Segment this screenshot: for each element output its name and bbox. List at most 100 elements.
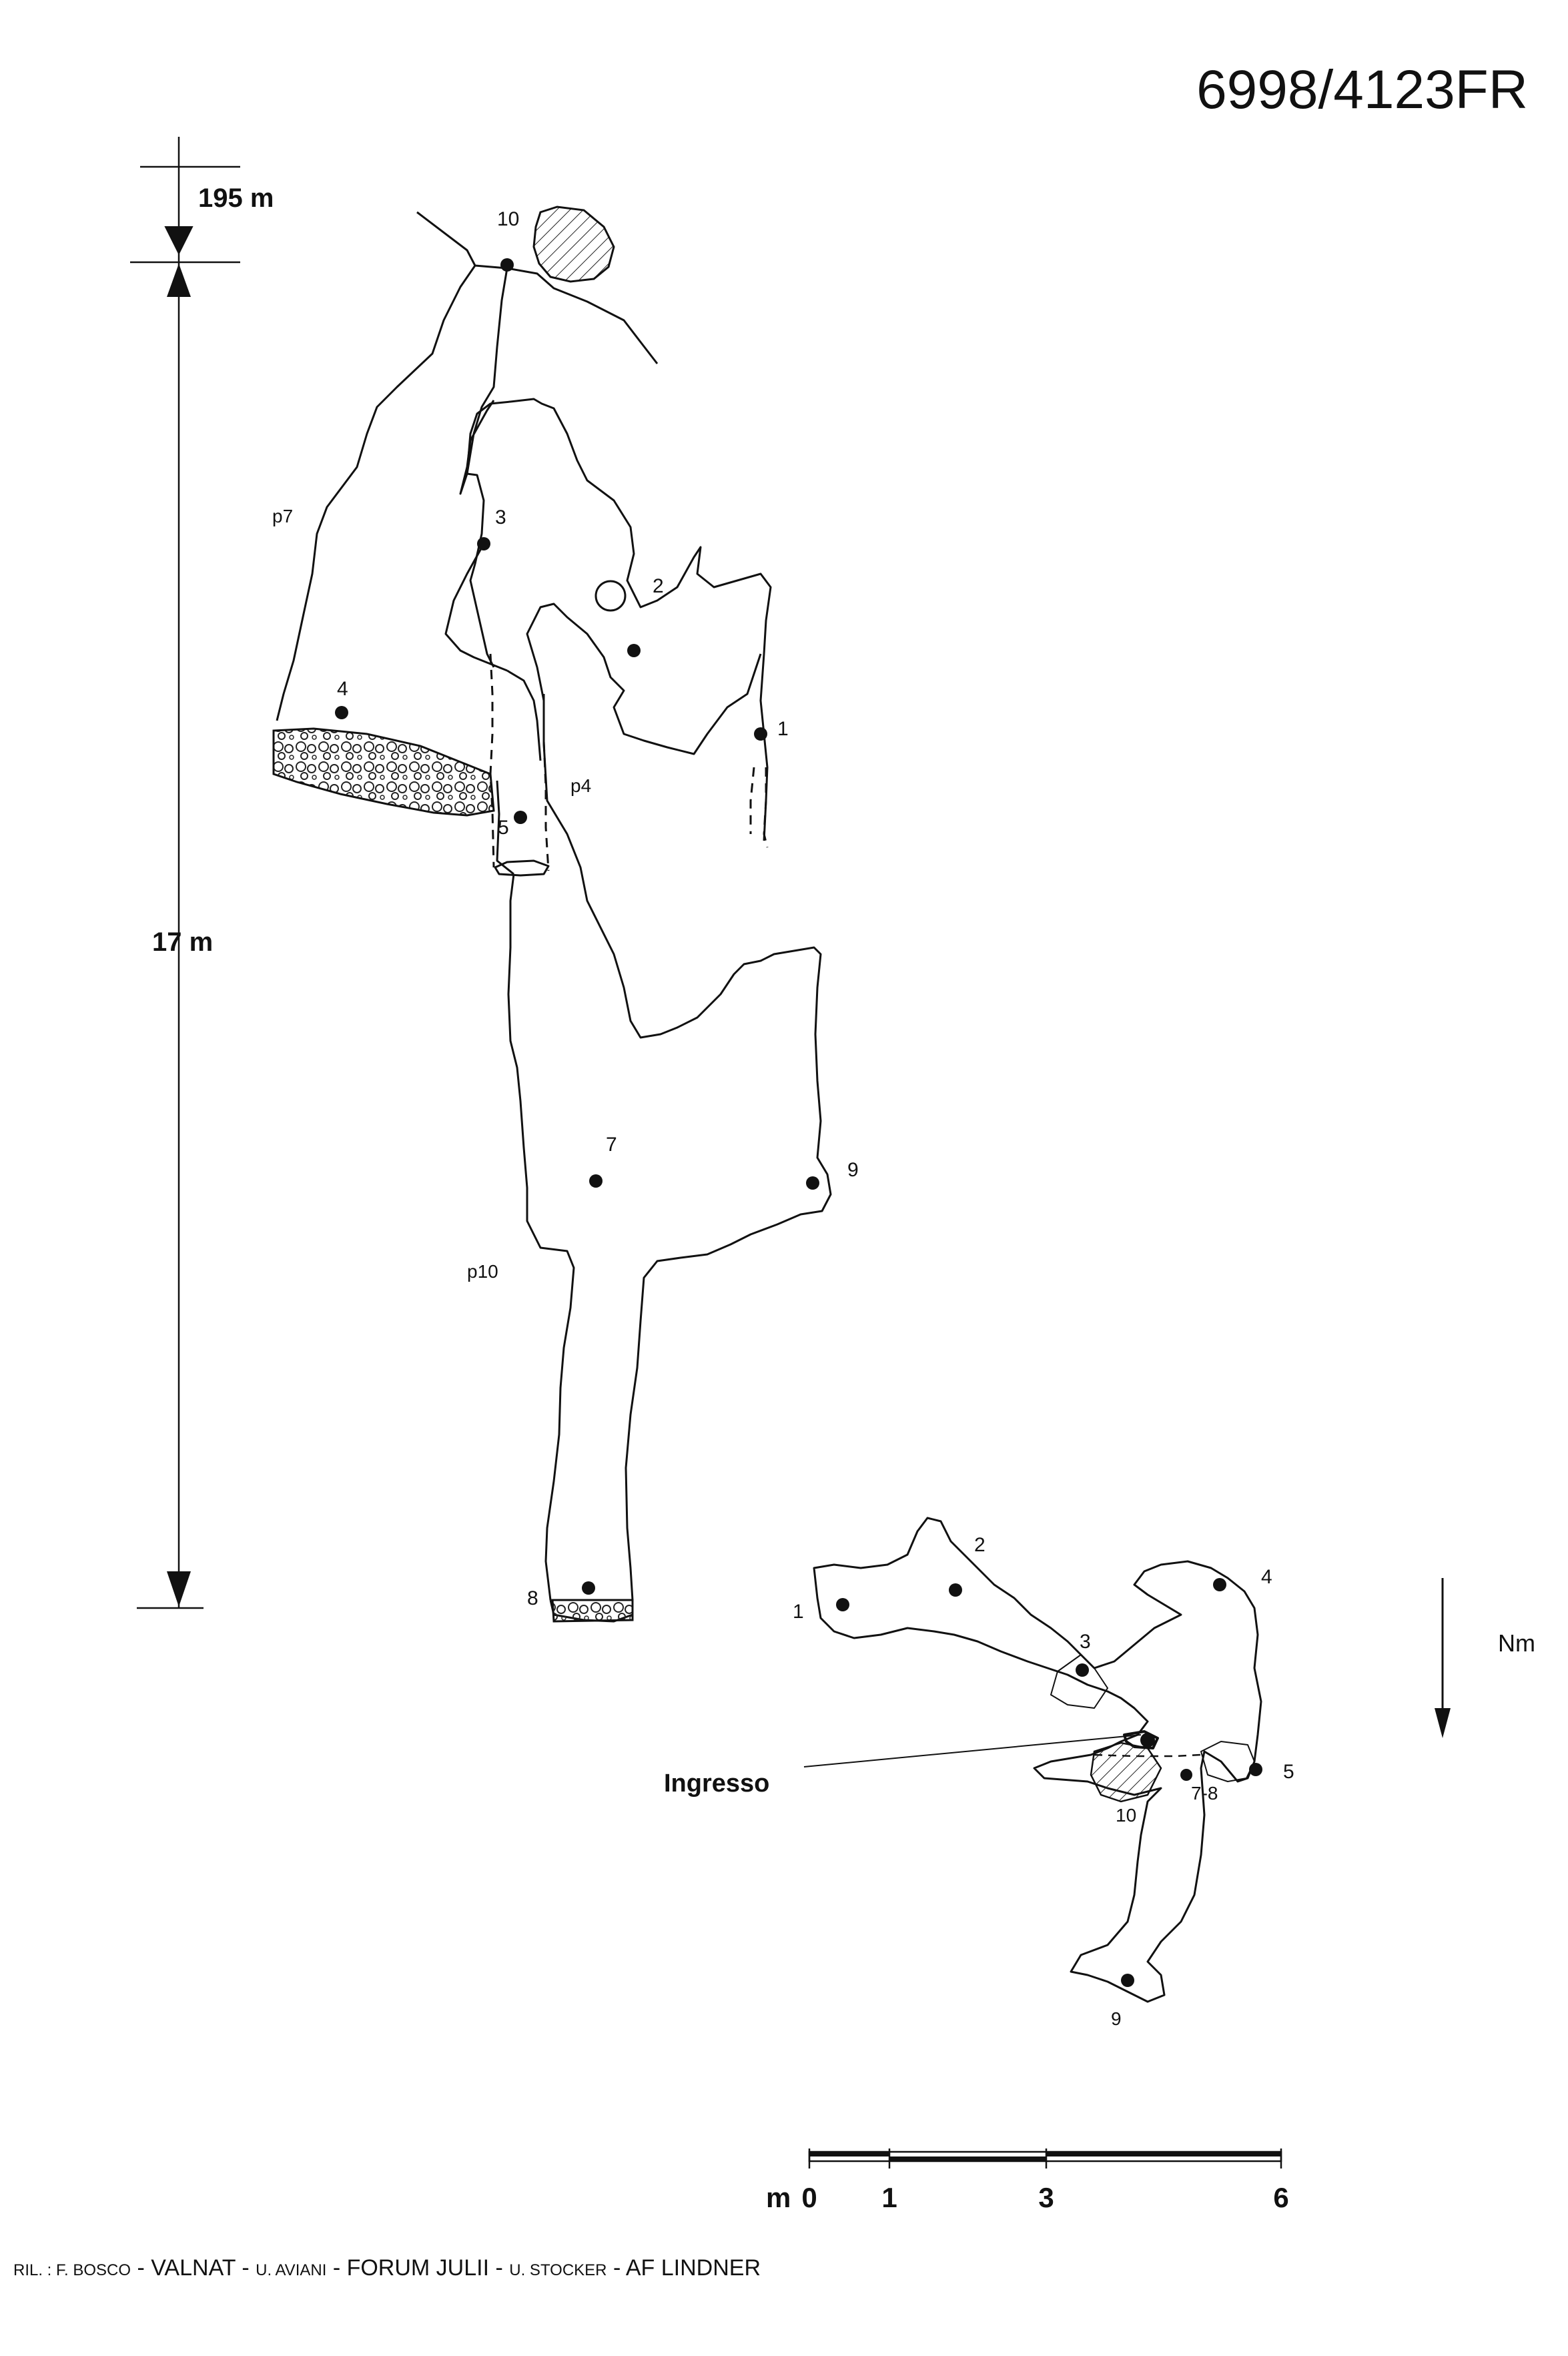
section-station-dot bbox=[500, 258, 514, 272]
section-station-dot bbox=[754, 727, 767, 741]
depth-scale bbox=[130, 137, 240, 1609]
section-central-right bbox=[526, 603, 762, 755]
plan-outline-main bbox=[813, 1517, 1262, 2003]
section-surface bbox=[416, 211, 659, 364]
section-left-lobe bbox=[466, 472, 495, 668]
section-chamber-right bbox=[542, 701, 832, 1601]
section-station-label: 4 bbox=[337, 678, 348, 700]
section-station-dot bbox=[514, 811, 527, 824]
section-station-dot bbox=[627, 644, 641, 657]
plan-station-dot bbox=[836, 1598, 849, 1611]
section-lower-neck bbox=[496, 780, 514, 875]
plan-station-label: 7-8 bbox=[1191, 1783, 1218, 1804]
plan-station-label: 3 bbox=[1080, 1631, 1091, 1653]
section-gravel-floor bbox=[551, 1599, 634, 1623]
credits-group: AF LINDNER bbox=[625, 2255, 761, 2281]
section-dashed-right bbox=[542, 694, 550, 871]
section-station-dot bbox=[589, 1174, 603, 1188]
section-left-wall bbox=[276, 265, 476, 721]
credits-sep: - bbox=[489, 2255, 510, 2281]
plan-station-label: 9 bbox=[1111, 2008, 1122, 2029]
scale-tick-label: 0 bbox=[801, 2182, 817, 2213]
cave-section bbox=[276, 211, 832, 1623]
north-arrow bbox=[1435, 1578, 1451, 1738]
credits-surveyor: F. BOSCO bbox=[56, 2261, 131, 2279]
entrance-altitude-label: 195 m bbox=[198, 183, 274, 213]
section-dashed-branch bbox=[763, 767, 769, 848]
section-stations bbox=[335, 258, 819, 1595]
section-inner-wall bbox=[459, 268, 508, 495]
section-station-label: 5 bbox=[498, 817, 509, 839]
scale-bar bbox=[808, 2148, 1282, 2169]
plan-station-label: 10 bbox=[1116, 1805, 1136, 1826]
plan-station-label: 1 bbox=[793, 1601, 804, 1623]
section-station-dot bbox=[477, 537, 490, 550]
plan-station-dot bbox=[1249, 1763, 1262, 1776]
credits-group: VALNAT bbox=[151, 2255, 236, 2281]
section-station-label: 1 bbox=[777, 718, 789, 740]
scale-tick-label: 6 bbox=[1273, 2182, 1288, 2213]
entrance-leader-line bbox=[803, 1734, 1142, 1768]
section-station-labels: 10 3 2 1 4 5 7 9 8 bbox=[337, 208, 859, 1609]
depth-arrow-top bbox=[165, 227, 192, 254]
plan-station-dot bbox=[949, 1583, 962, 1597]
section-boulder-hatched bbox=[532, 206, 615, 283]
entrance-label: Ingresso bbox=[664, 1770, 769, 1798]
pitch-label: p4 bbox=[570, 775, 591, 796]
section-chamber-left bbox=[507, 873, 575, 1601]
plan-station-dot bbox=[1121, 1974, 1134, 1987]
scale-unit-label: m bbox=[766, 2182, 791, 2213]
section-station-label: 2 bbox=[653, 575, 664, 597]
section-station-label: 7 bbox=[606, 1134, 617, 1156]
section-pocket bbox=[595, 580, 627, 612]
section-central-branch bbox=[506, 669, 542, 761]
plan-station-dot bbox=[1076, 1663, 1089, 1677]
section-pitch-labels: p7 p4 p10 bbox=[272, 506, 591, 1282]
plan-station-dot bbox=[1140, 1733, 1155, 1747]
plan-station-dot bbox=[1213, 1578, 1226, 1591]
plan-entrance-rim bbox=[1123, 1730, 1159, 1749]
plan-entrance-hatched bbox=[1090, 1741, 1162, 1803]
depth-arrow-upper bbox=[167, 264, 191, 297]
credits-sep: - bbox=[131, 2255, 151, 2281]
section-station-dot bbox=[582, 1581, 595, 1595]
scale-tick-label: 1 bbox=[881, 2182, 897, 2213]
section-blockage-5 bbox=[494, 859, 550, 877]
credits-sep: - bbox=[235, 2255, 256, 2281]
credits-sep: - bbox=[607, 2255, 626, 2281]
survey-number-title: 6998/4123FR bbox=[1196, 59, 1528, 120]
section-station-dot bbox=[335, 706, 348, 719]
total-depth-label: 17 m bbox=[152, 927, 213, 957]
credits-surveyor: U. AVIANI bbox=[256, 2261, 327, 2279]
credits-group: FORUM JULII bbox=[346, 2255, 490, 2281]
plan-stations bbox=[836, 1578, 1262, 1987]
section-station-label: 3 bbox=[495, 506, 506, 528]
pitch-label: p7 bbox=[272, 506, 293, 526]
north-label: Nm bbox=[1498, 1629, 1535, 1657]
depth-arrow-down bbox=[164, 226, 193, 256]
plan-inner-chamber bbox=[1050, 1654, 1108, 1709]
section-dashed-left bbox=[489, 653, 495, 868]
section-station3-loop bbox=[444, 543, 508, 672]
plan-station-labels: 1 2 3 4 5 7-8 10 9 bbox=[793, 1534, 1294, 2029]
survey-credits: RIL. : F. BOSCO - VALNAT - U. AVIANI - F… bbox=[13, 2255, 761, 2281]
section-station-dot bbox=[806, 1176, 819, 1190]
plan-station-dot bbox=[1180, 1769, 1192, 1781]
scale-tick-label: 3 bbox=[1038, 2182, 1054, 2213]
plan-rock-5 bbox=[1200, 1741, 1255, 1782]
section-station-label: 10 bbox=[497, 208, 519, 230]
credits-sep: - bbox=[326, 2255, 347, 2281]
section-station-label: 8 bbox=[527, 1587, 538, 1609]
section-upper-gallery bbox=[466, 398, 772, 841]
section-station-label: 9 bbox=[847, 1159, 859, 1181]
credits-surveyor: U. STOCKER bbox=[509, 2261, 607, 2279]
credits-prefix: RIL. : bbox=[13, 2261, 57, 2279]
plan-station-label: 5 bbox=[1283, 1761, 1294, 1783]
section-dashed-branch2 bbox=[749, 767, 755, 834]
plan-station-label: 2 bbox=[974, 1534, 986, 1556]
depth-arrow-lower bbox=[167, 1571, 191, 1607]
pitch-label: p10 bbox=[467, 1261, 498, 1282]
plan-station-label: 4 bbox=[1261, 1566, 1272, 1588]
section-gravel-band bbox=[272, 727, 495, 817]
